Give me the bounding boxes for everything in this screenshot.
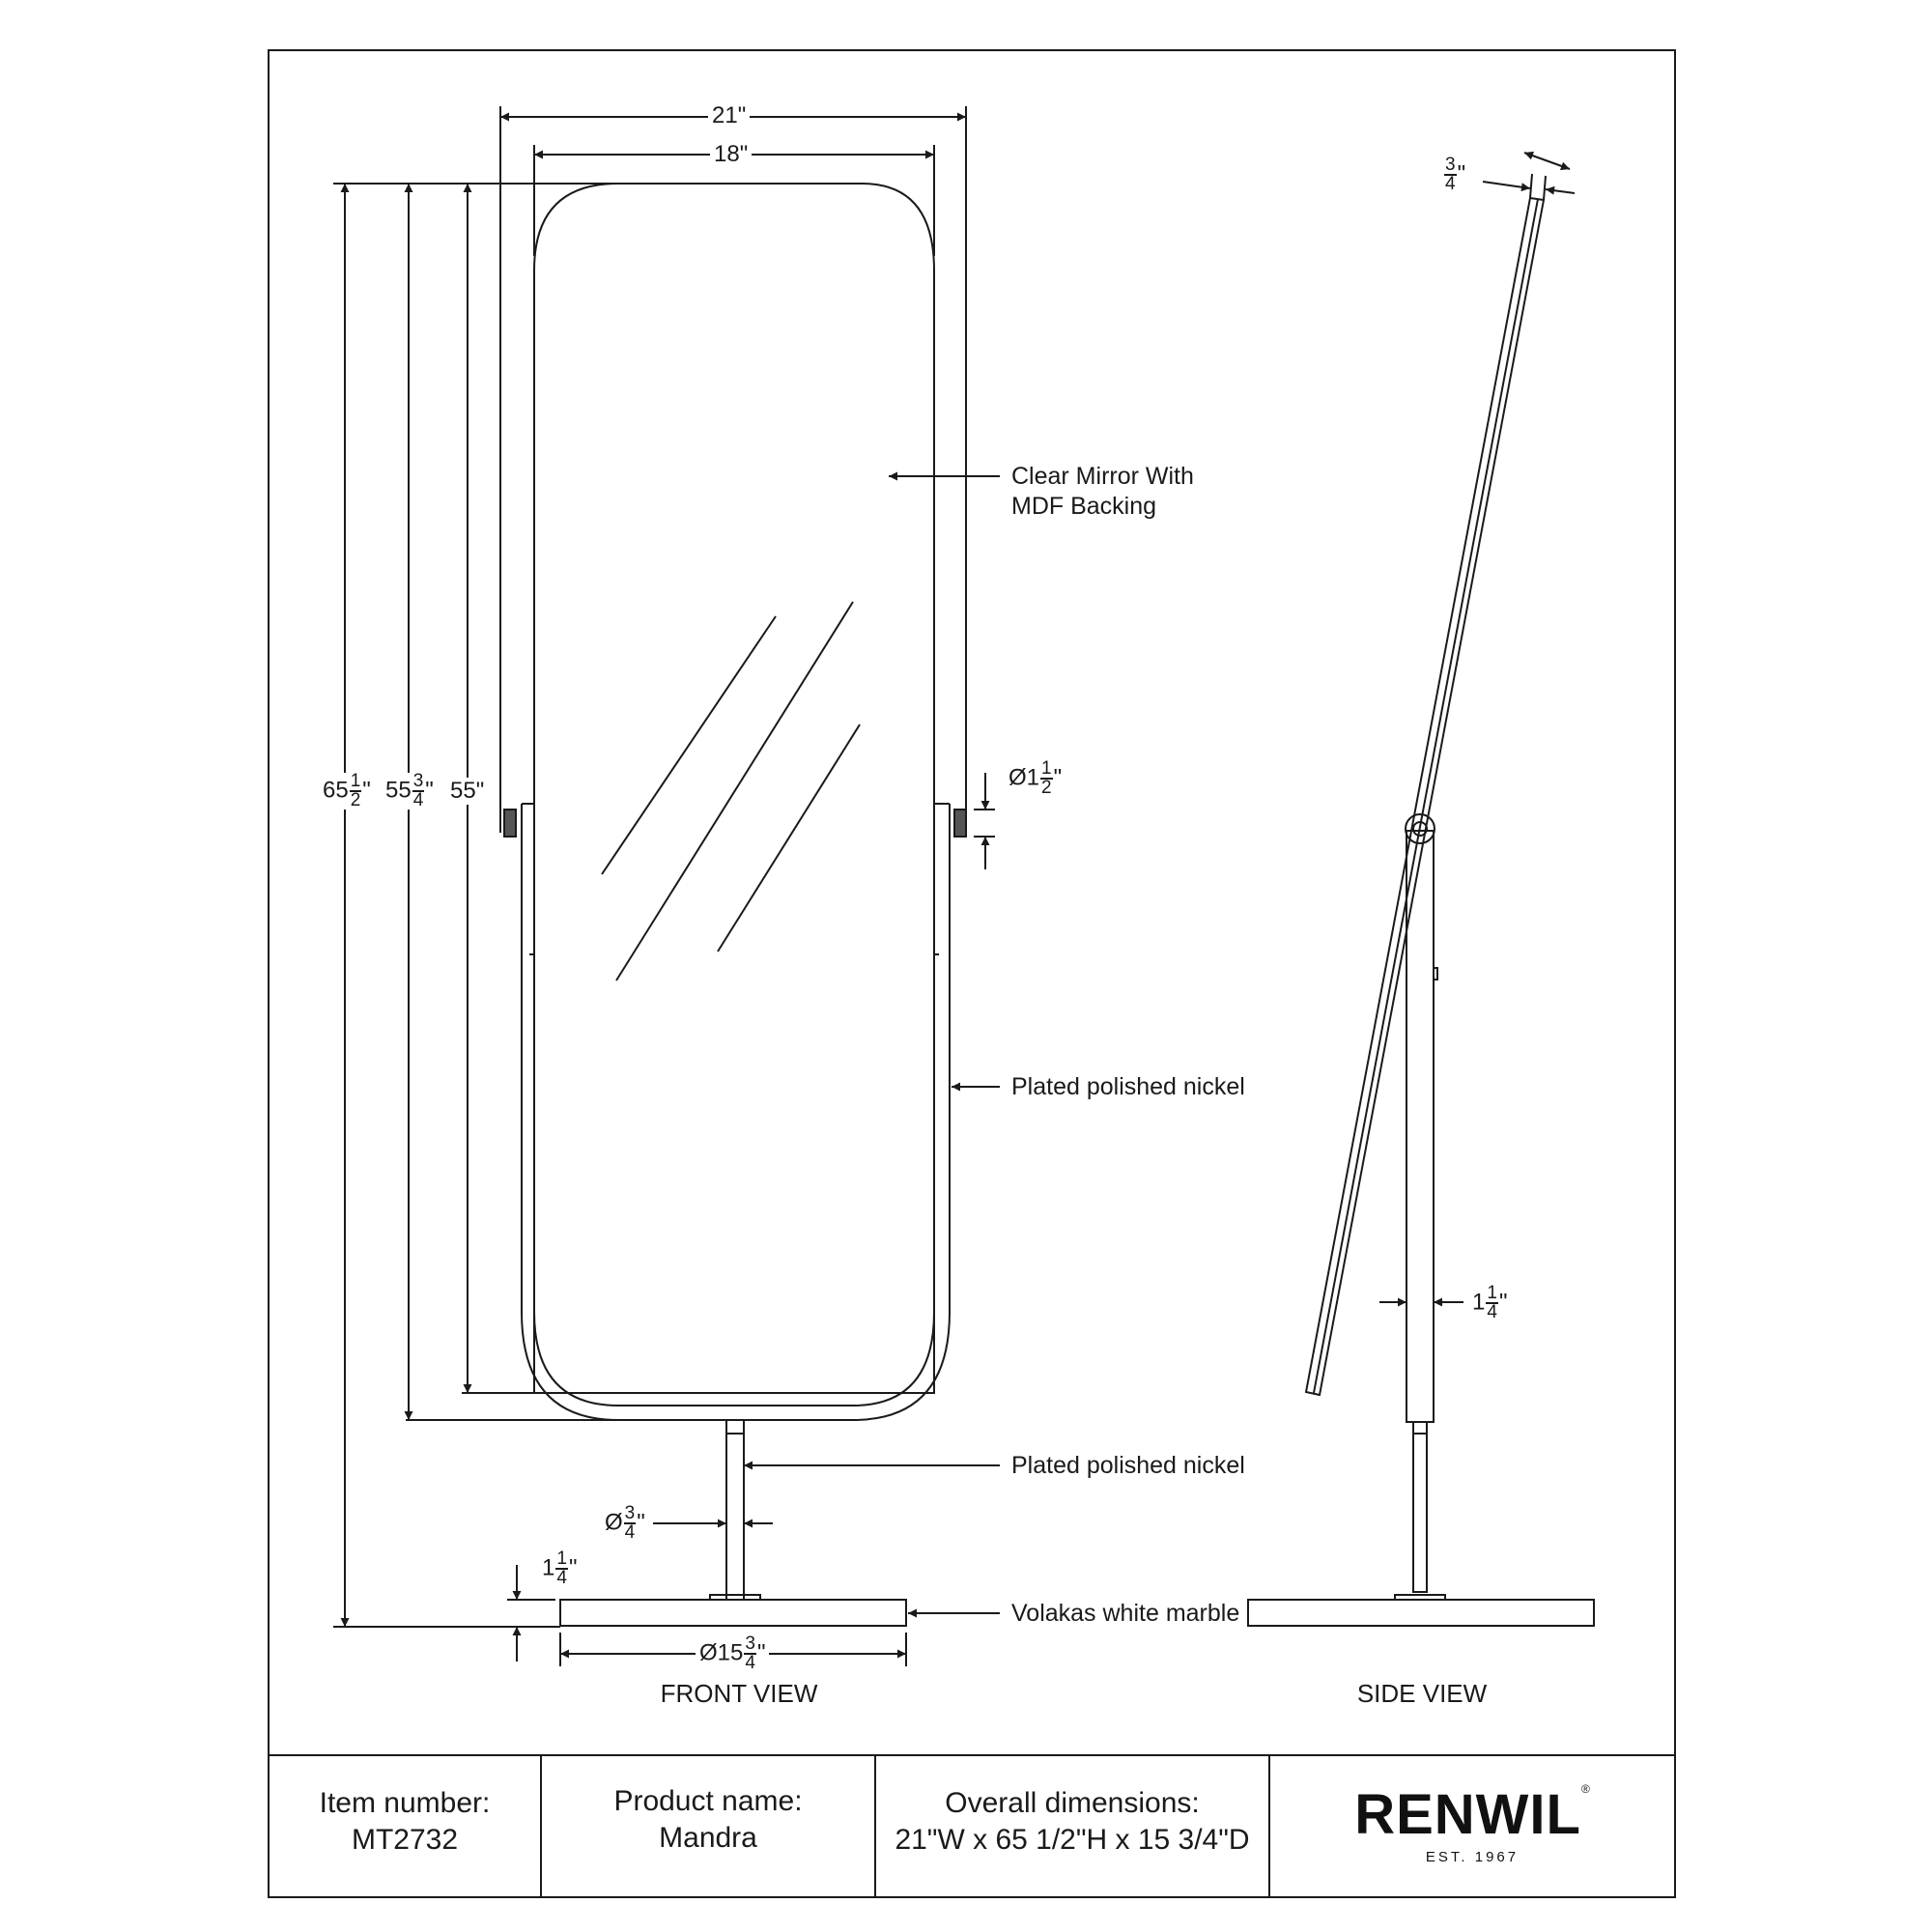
item-number-value: MT2732 [351, 1824, 459, 1856]
side-mirror-panel [1304, 196, 1546, 1397]
callout-base-material: Volakas white marble [1011, 1600, 1240, 1627]
pivot-knob-left [503, 809, 517, 838]
dim-mirror-height: 55" [446, 778, 489, 805]
dim-mirror-width: 18" [710, 141, 753, 168]
product-name-label: Product name: [613, 1785, 803, 1817]
pivot-knob-right [953, 809, 967, 838]
side-upright [1406, 830, 1435, 1423]
mirror-reflection-line [717, 724, 861, 952]
front-view-label: FRONT VIEW [660, 1679, 818, 1708]
callout-mirror-line2: MDF Backing [1011, 493, 1157, 520]
callout-mirror-line1: Clear Mirror With [1011, 463, 1194, 490]
marble-base-front [559, 1599, 907, 1627]
frame-u-outer [521, 804, 951, 1421]
overall-dimensions-value: 21"W x 65 1/2"H x 15 3/4"D [895, 1824, 1250, 1856]
dim-overall-width: 21" [708, 102, 751, 129]
overall-dimensions-cell: Overall dimensions: 21"W x 65 1/2"H x 15… [875, 1785, 1269, 1859]
product-name-value: Mandra [659, 1822, 757, 1854]
renwil-logo: RENWIL® EST. 1967 [1269, 1782, 1675, 1865]
callout-post-finish: Plated polished nickel [1011, 1452, 1245, 1479]
center-post [725, 1419, 745, 1601]
product-name-cell: Product name: Mandra [541, 1783, 875, 1857]
side-pivot [1405, 813, 1435, 844]
marble-base-side [1247, 1599, 1595, 1627]
callout-frame-finish: Plated polished nickel [1011, 1073, 1245, 1100]
mirror-outer-outline [533, 183, 935, 1394]
brand-established: EST. 1967 [1425, 1849, 1520, 1865]
side-view-label: SIDE VIEW [1356, 1679, 1488, 1708]
brand-name: RENWIL [1354, 1783, 1581, 1846]
item-number-label: Item number: [319, 1787, 491, 1819]
overall-dimensions-label: Overall dimensions: [945, 1787, 1200, 1819]
frame-u-inner [533, 804, 935, 1406]
sheet-border [268, 49, 1676, 1898]
item-number-cell: Item number: MT2732 [269, 1785, 541, 1859]
mirror-reflection-line [601, 615, 777, 875]
mirror-reflection-line [615, 601, 854, 981]
